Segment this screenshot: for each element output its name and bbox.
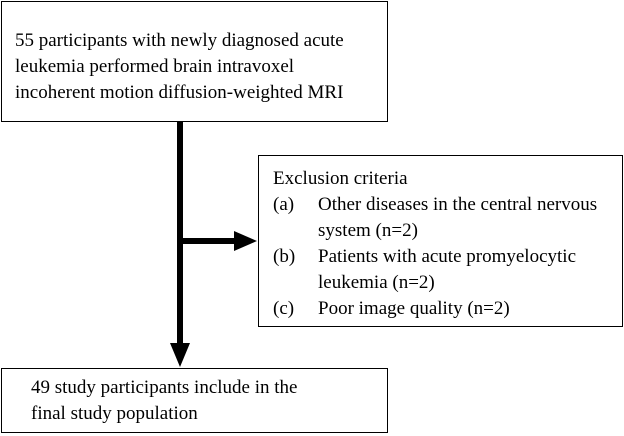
main-flow-arrowhead [170, 343, 190, 367]
exclusion-item: (c) Poor image quality (n=2) [273, 296, 622, 322]
final-population-line: final study population [31, 403, 198, 424]
exclusion-criteria-box: Exclusion criteria (a) Other diseases in… [258, 155, 623, 327]
final-population-line: 49 study participants include in the [31, 377, 298, 398]
enrollment-line: incoherent motion diffusion-weighted MRI [15, 82, 344, 103]
exclusion-item: (a) Other diseases in the central nervou… [273, 192, 622, 244]
exclusion-item-text: Other diseases in the central nervous [318, 194, 598, 215]
enrollment-line: leukemia performed brain intravoxel [15, 56, 295, 77]
exclusion-item-text: system (n=2) [318, 220, 418, 241]
exclusion-item-marker: (a) [273, 194, 295, 215]
final-population-box: 49 study participants include in the fin… [1, 368, 388, 433]
exclusion-item-marker: (c) [273, 298, 295, 319]
enrollment-box: 55 participants with newly diagnosed acu… [1, 1, 388, 122]
enrollment-line: 55 participants with newly diagnosed acu… [15, 30, 344, 51]
exclusion-item-marker: (b) [273, 246, 296, 267]
exclusion-item-text: Patients with acute promyelocytic [318, 246, 577, 267]
exclusion-item-text: Poor image quality (n=2) [318, 298, 510, 319]
exclusion-title: Exclusion criteria [273, 168, 408, 189]
exclusion-item: (b) Patients with acute promyelocytic le… [273, 244, 622, 296]
exclusion-item-text: leukemia (n=2) [318, 272, 435, 293]
exclusion-branch-arrowhead [234, 231, 257, 251]
